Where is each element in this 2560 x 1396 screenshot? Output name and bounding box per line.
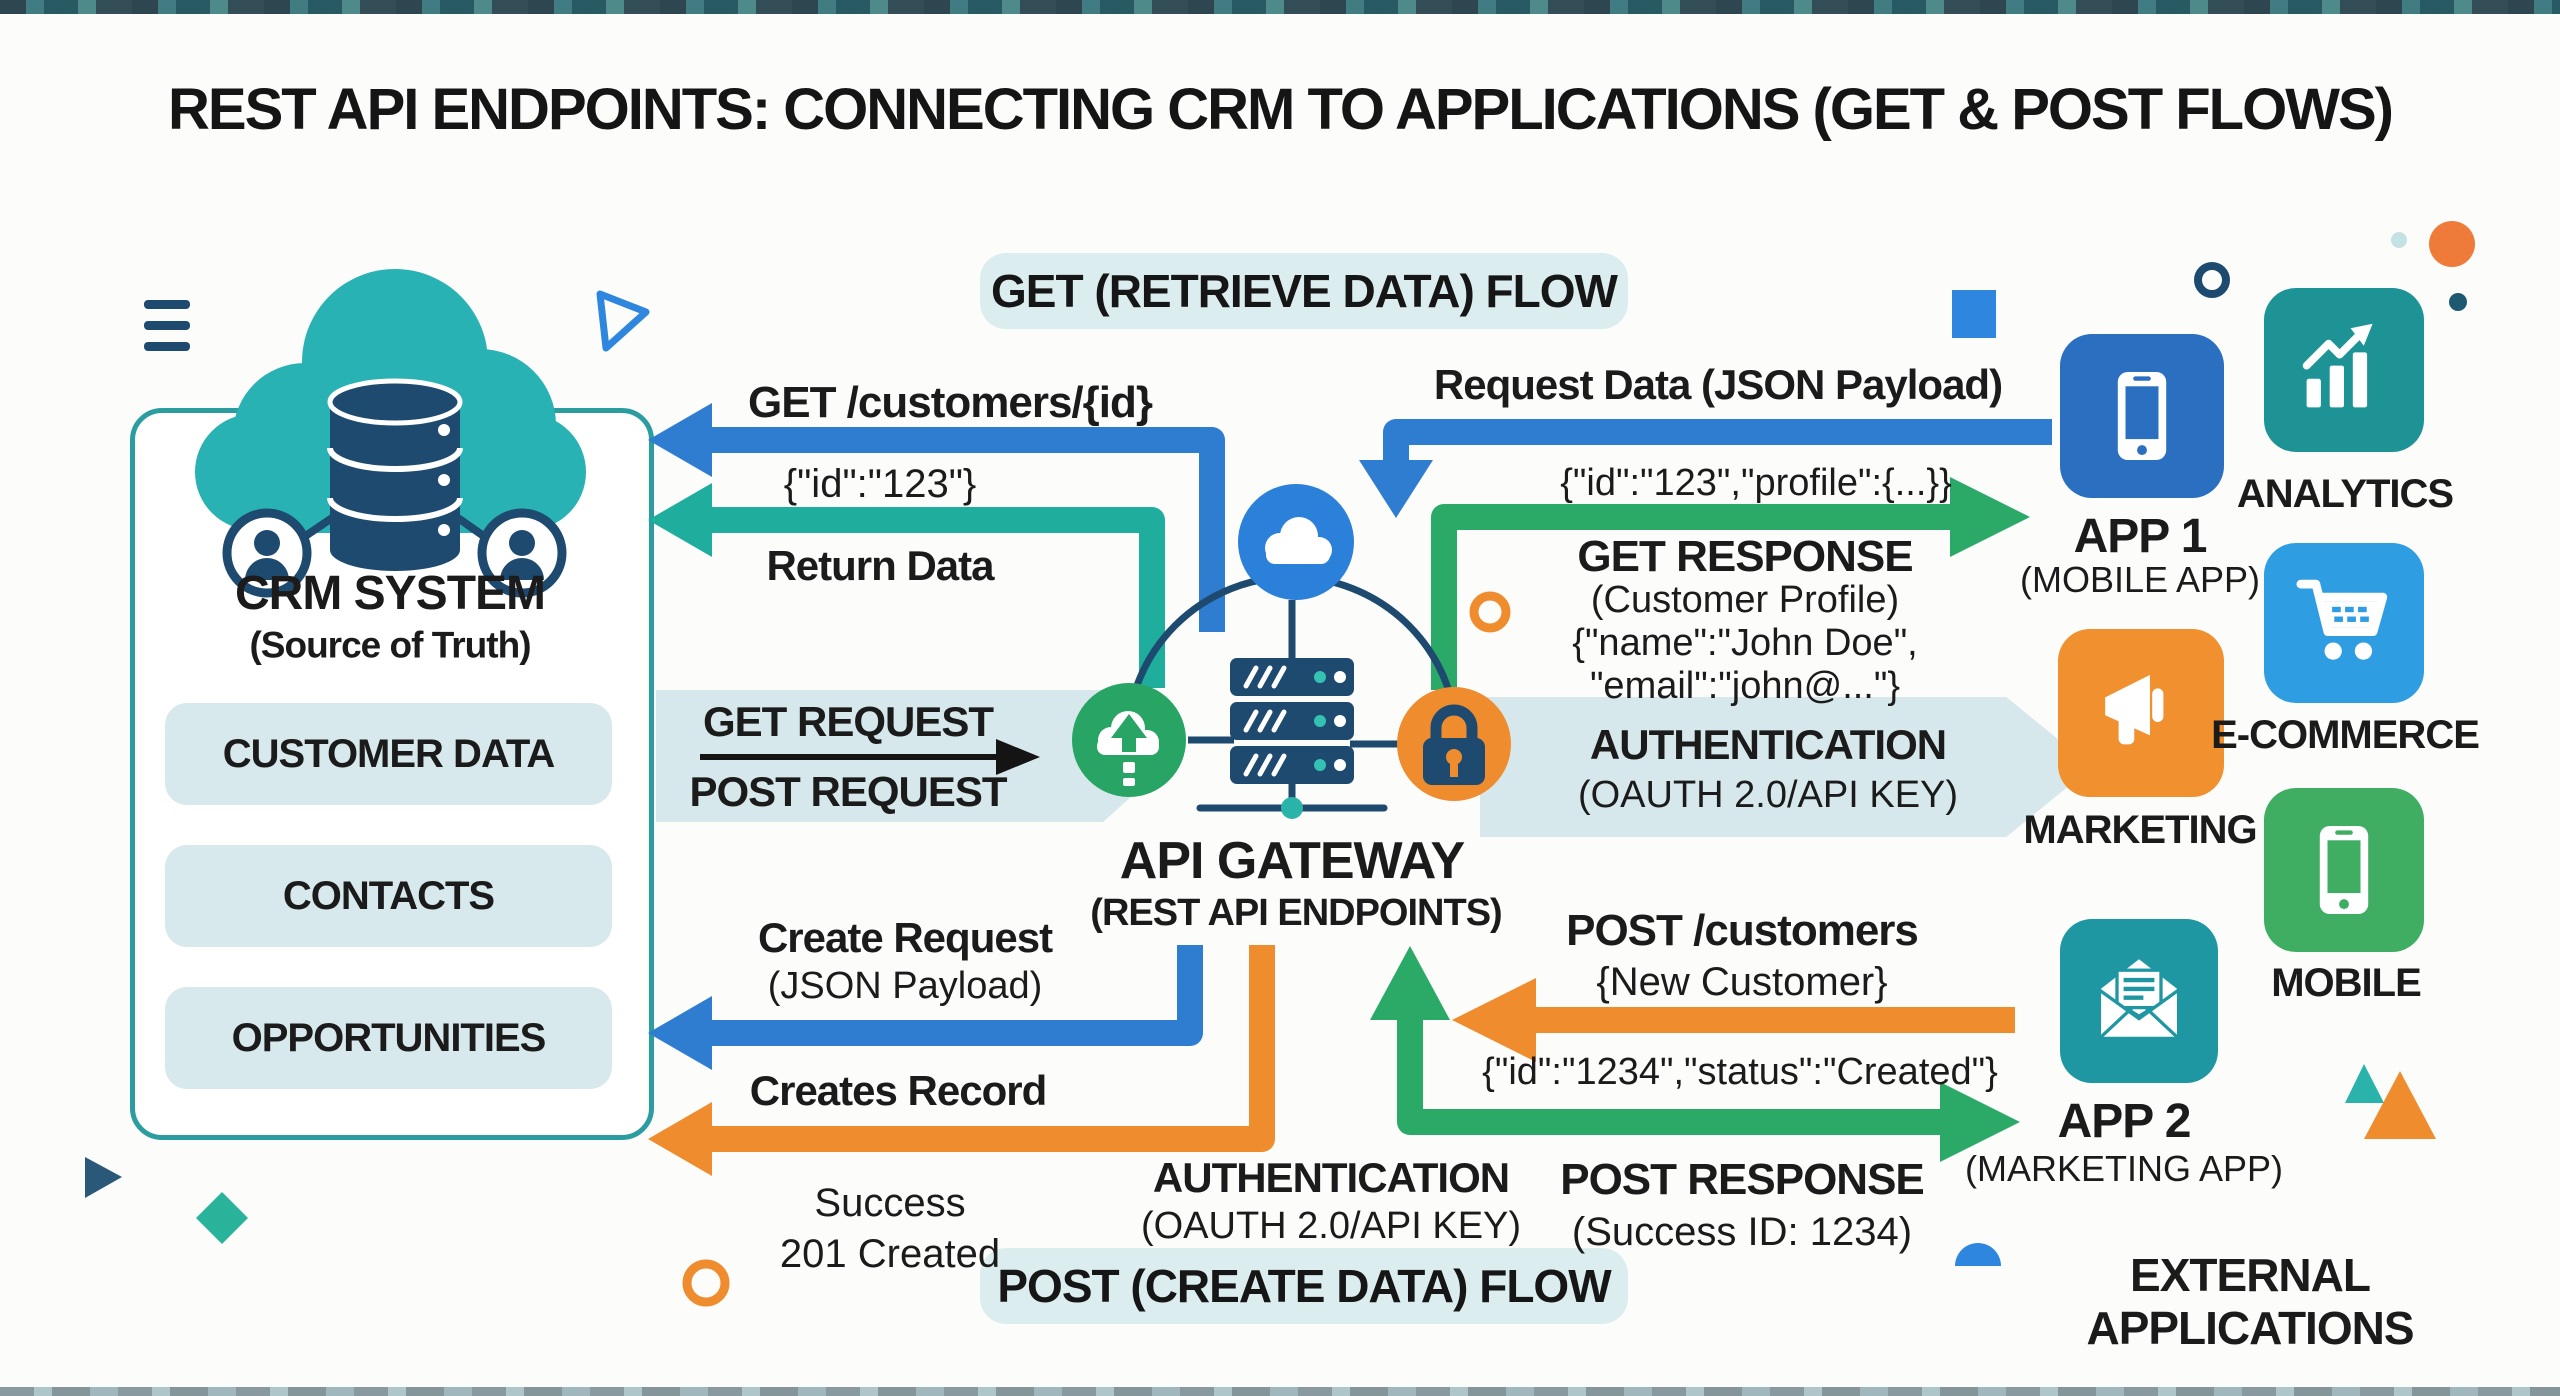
get-request-arrow <box>648 403 1225 632</box>
get-request-banner-label: GET REQUEST <box>702 698 994 745</box>
get-response-json-2: "email":"john@..."} <box>1589 665 1901 707</box>
get-response-subtitle: (Customer Profile) <box>1590 579 1900 621</box>
ecommerce-label: E-COMMERCE <box>2211 713 2480 757</box>
gateway-subtitle: (REST API ENDPOINTS) <box>1090 892 1502 934</box>
mobile-label: MOBILE <box>2271 961 2422 1005</box>
get-response-payload: {"id":"123","profile":{...}} <box>1560 462 1952 504</box>
triangle-outline-decoration <box>596 290 650 352</box>
teal-diamond-decoration <box>196 1192 248 1244</box>
analytics-label: ANALYTICS <box>2236 472 2454 516</box>
menu-icon <box>144 300 190 351</box>
ecommerce-tile <box>2264 543 2424 703</box>
get-flow-banner: GET (RETRIEVE DATA) FLOW <box>980 253 1628 329</box>
bottom-border-pattern <box>0 1387 2560 1396</box>
marketing-label: MARKETING <box>2023 808 2257 852</box>
auth-post-title: AUTHENTICATION <box>1152 1154 1510 1201</box>
auth-post-subtitle: (OAUTH 2.0/API KEY) <box>1140 1205 1522 1247</box>
post-endpoint-label: POST /customers <box>1566 906 1919 955</box>
marketing-tile <box>2058 629 2224 797</box>
post-request-banner-label: POST REQUEST <box>689 768 1007 815</box>
crm-item-customer-data: CUSTOMER DATA <box>165 703 612 805</box>
gateway-title: API GATEWAY <box>1119 832 1465 890</box>
orange-ring-center <box>1469 591 1511 633</box>
orange-triangle-decoration <box>2364 1071 2436 1139</box>
return-data-label: Return Data <box>766 542 994 589</box>
success-label: Success <box>814 1181 966 1225</box>
ring-decoration-top <box>2194 262 2230 298</box>
get-flow-banner-label: GET (RETRIEVE DATA) FLOW <box>991 265 1618 317</box>
mobile-tile <box>2264 788 2424 952</box>
blue-semicircle-decoration <box>1955 1243 2001 1266</box>
crm-title: CRM SYSTEM <box>234 567 546 620</box>
teal-triangle-decoration <box>2345 1064 2384 1103</box>
blue-square-decoration <box>1952 290 1996 338</box>
get-response-json-1: {"name":"John Doe", <box>1572 622 1918 664</box>
page-title: REST API ENDPOINTS: CONNECTING CRM TO AP… <box>168 77 2394 142</box>
gateway-arc <box>1123 573 1461 743</box>
external-apps-line2: APPLICATIONS <box>2086 1302 2414 1354</box>
app1-tile <box>2060 334 2224 498</box>
post-payload-label: {New Customer} <box>1596 960 1888 1004</box>
app2-tile <box>2060 919 2218 1083</box>
navy-triangle-decoration <box>85 1157 122 1198</box>
post-response-subtitle: (Success ID: 1234) <box>1571 1210 1913 1254</box>
shopping-cart-icon <box>2296 579 2388 660</box>
post-response-payload: {"id":"1234","status":"Created"} <box>1482 1051 1998 1093</box>
orange-dot-decoration <box>2429 221 2475 267</box>
auth-chevron-banner <box>1480 697 2092 837</box>
crm-item-opportunities: OPPORTUNITIES <box>165 987 612 1089</box>
get-request-payload: {"id":"123"} <box>783 462 977 506</box>
navy-dot-decoration <box>2449 293 2467 311</box>
external-apps-line1: EXTERNAL <box>2130 1249 2371 1301</box>
email-icon <box>2097 959 2181 1041</box>
get-response-title: GET RESPONSE <box>1577 532 1913 581</box>
create-request-arrow <box>648 945 1203 1070</box>
post-flow-banner-label: POST (CREATE DATA) FLOW <box>997 1260 1611 1312</box>
post-flow-banner: POST (CREATE DATA) FLOW <box>980 1248 1628 1324</box>
creates-record-label: Creates Record <box>749 1067 1047 1114</box>
bar-chart-icon <box>2302 323 2373 408</box>
request-data-label: Request Data (JSON Payload) <box>1433 361 2003 408</box>
server-icon <box>1230 658 1354 819</box>
create-request-label: Create Request <box>757 914 1053 961</box>
crm-item-contacts: CONTACTS <box>165 845 612 947</box>
gateway-cloud-icon <box>1238 484 1354 600</box>
app2-title: APP 2 <box>2057 1095 2192 1148</box>
get-endpoint-label: GET /customers/{id} <box>747 378 1153 427</box>
analytics-tile <box>2264 288 2424 452</box>
megaphone-icon <box>2105 674 2164 745</box>
light-dot-decoration <box>2391 232 2407 248</box>
crm-subtitle: (Source of Truth) <box>249 624 531 666</box>
app2-subtitle: (MARKETING APP) <box>1964 1148 2284 1189</box>
orange-ring-bottom <box>682 1259 730 1307</box>
mobile-phone-icon <box>2319 826 2369 914</box>
app1-subtitle: (MOBILE APP) <box>2019 559 2261 600</box>
auth-get-subtitle: (OAUTH 2.0/API KEY) <box>1577 774 1959 816</box>
post-response-title: POST RESPONSE <box>1560 1155 1925 1204</box>
smartphone-icon <box>2117 372 2167 460</box>
success-code-label: 201 Created <box>779 1232 1001 1276</box>
create-request-sub: (JSON Payload) <box>767 965 1043 1007</box>
auth-get-title: AUTHENTICATION <box>1589 721 1947 768</box>
app1-title: APP 1 <box>2073 510 2208 563</box>
top-border-pattern <box>0 0 2560 14</box>
